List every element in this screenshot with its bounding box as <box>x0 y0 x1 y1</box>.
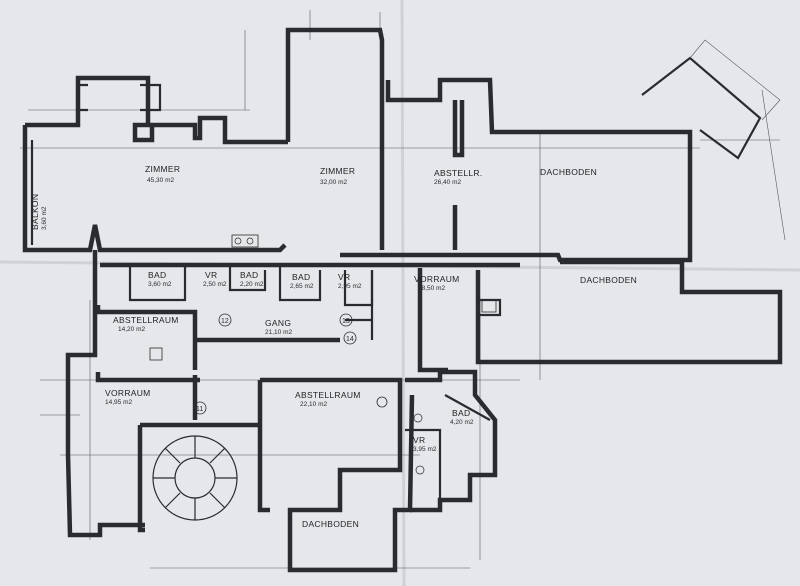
room-dachboden-1-name: DACHBODEN <box>540 167 597 177</box>
room-vr-1-area: 2,50 m2 <box>203 281 227 288</box>
room-vorraum-1-area: 18,50 m2 <box>418 285 445 292</box>
room-bad-4-name: BAD <box>452 408 470 418</box>
room-bad-3-name: BAD <box>292 272 310 282</box>
room-balkon: BALKON 3,60 m2 <box>30 194 48 230</box>
circled-markers: 12 13 14 11 <box>193 313 357 415</box>
room-vr-3-area: 3,95 m2 <box>413 446 437 453</box>
room-zimmer-1-area: 45,30 m2 <box>147 177 174 184</box>
outline-annex-outer <box>689 39 781 121</box>
room-vorraum-2-name: VORRAUM <box>105 388 151 398</box>
room-gang-name: GANG <box>265 318 291 328</box>
spiral-stair <box>152 435 238 521</box>
svg-text:BALKON: BALKON <box>30 194 40 230</box>
room-bad-1-name: BAD <box>148 270 166 280</box>
room-dachboden-3-name: DACHBODEN <box>302 519 359 529</box>
marker-11: 11 <box>196 406 203 413</box>
room-vr-3-name: VR <box>413 435 425 445</box>
room-gang-area: 21,10 m2 <box>265 329 292 336</box>
room-vorraum-2-area: 14,95 m2 <box>105 399 132 406</box>
room-bad-2-area: 2,20 m2 <box>240 281 264 288</box>
room-vr-1-name: VR <box>205 270 217 280</box>
room-bad-3-area: 2,65 m2 <box>290 283 314 290</box>
room-abstellraum-2-area: 22,10 m2 <box>300 401 327 408</box>
room-vr-2-area: 2,95 m2 <box>338 283 362 290</box>
room-zimmer-2-name: ZIMMER <box>320 166 355 176</box>
room-bad-4-area: 4,20 m2 <box>450 419 474 426</box>
marker-13: 13 <box>342 318 350 325</box>
paper-fold-line <box>400 0 406 586</box>
room-abstellraum-1-area: 14,20 m2 <box>118 326 145 333</box>
room-dachboden-2-name: DACHBODEN <box>580 275 637 285</box>
room-vorraum-1-name: VORRAUM <box>414 274 460 284</box>
room-zimmer-2-area: 32,00 m2 <box>320 179 347 186</box>
room-abstellraum-1-name: ABSTELLRAUM <box>113 315 179 325</box>
marker-14: 14 <box>346 336 354 343</box>
room-abstellraum-2-name: ABSTELLRAUM <box>295 390 361 400</box>
outline-annex <box>641 56 762 160</box>
room-bad-1-area: 3,60 m2 <box>148 281 172 288</box>
room-zimmer-1-name: ZIMMER <box>145 164 180 174</box>
room-vr-2-name: VR <box>338 272 350 282</box>
svg-text:3,60 m2: 3,60 m2 <box>41 206 48 230</box>
room-bad-2-name: BAD <box>240 270 258 280</box>
walls <box>22 27 783 573</box>
room-abstellr-area: 26,40 m2 <box>434 179 461 186</box>
fixtures <box>149 234 497 475</box>
room-labels: BALKON 3,60 m2 ZIMMER 45,30 m2 ZIMMER 32… <box>30 164 637 529</box>
room-abstellr-name: ABSTELLR. <box>434 168 483 178</box>
marker-12: 12 <box>221 318 229 325</box>
